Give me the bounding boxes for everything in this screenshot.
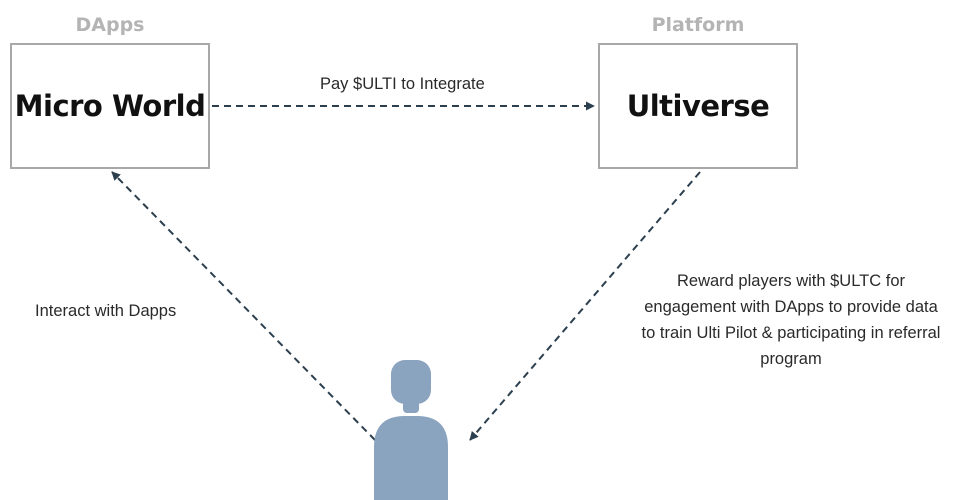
interact-arrow — [111, 171, 376, 441]
reward-arrow — [469, 171, 701, 441]
reward-label-line: engagement with DApps to provide data — [644, 298, 938, 316]
reward-label-line: program — [760, 350, 822, 368]
interact-label: Interact with Dapps — [35, 302, 177, 320]
ultiverse-title: Ultiverse — [626, 89, 770, 123]
integrate-label: Pay $ULTI to Integrate — [320, 75, 485, 93]
dapps-caption: DApps — [75, 14, 145, 36]
platform-caption: Platform — [651, 14, 745, 36]
reward-label: Reward players with $ULTC for engagement… — [614, 268, 968, 372]
micro-world-box: Micro World — [10, 43, 210, 169]
user-icon — [374, 360, 448, 500]
reward-label-line: Reward players with $ULTC for — [676, 272, 906, 290]
reward-label-line: to train Ulti Pilot & participating in r… — [641, 324, 941, 342]
ultiverse-box: Ultiverse — [598, 43, 798, 169]
micro-world-title: Micro World — [14, 89, 206, 123]
